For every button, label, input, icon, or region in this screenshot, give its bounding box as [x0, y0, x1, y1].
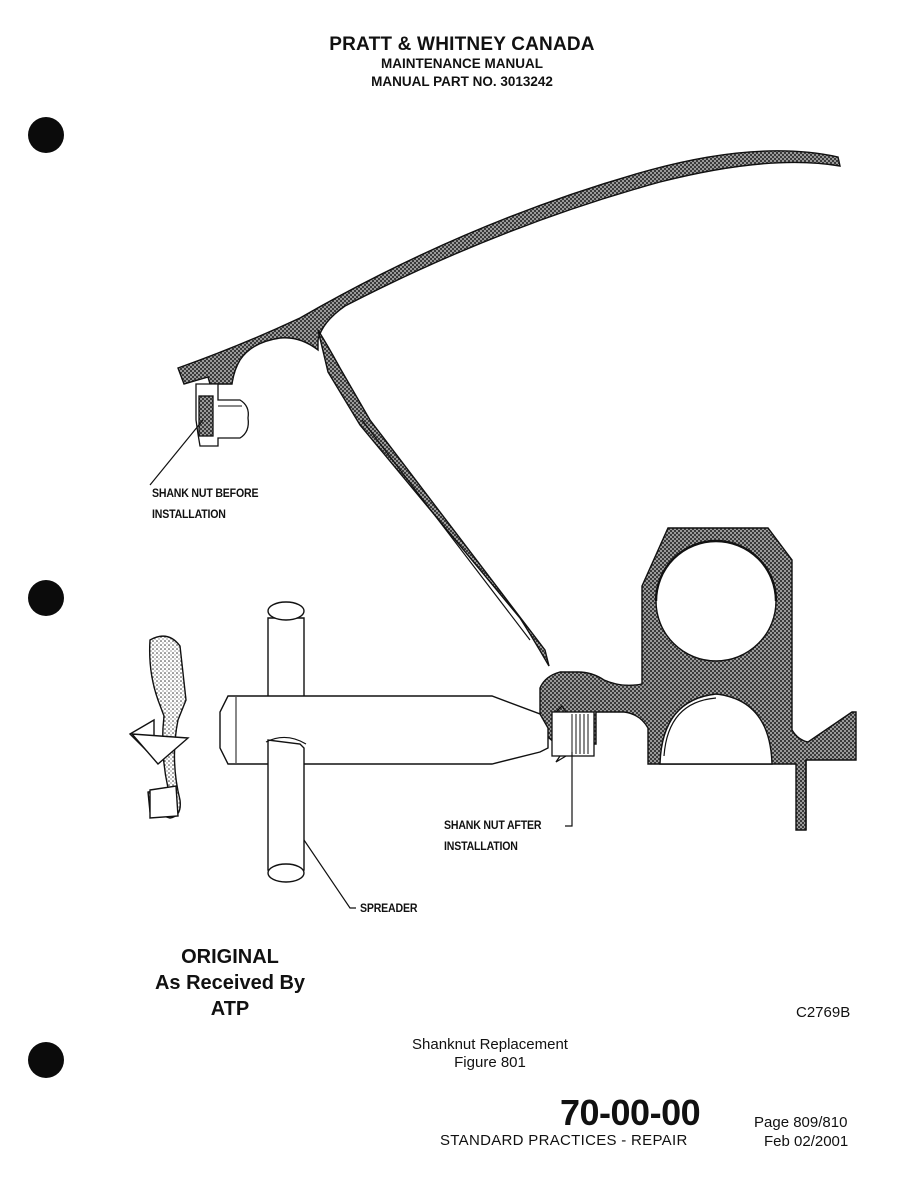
figure-id: C2769B — [796, 1004, 851, 1021]
figure-caption: Shanknut Replacement — [412, 1036, 568, 1053]
upper-housing — [177, 150, 841, 667]
stamp-line2: As Received By — [154, 972, 306, 994]
label-nut-before-line2: INSTALLATION — [152, 507, 226, 521]
revision-date: Feb 02/2001 — [764, 1133, 849, 1150]
stamp-line1: ORIGINAL — [181, 946, 279, 968]
label-nut-after-line2: INSTALLATION — [444, 839, 518, 853]
label-nut-before: SHANK NUT BEFORE INSTALLATION — [152, 483, 258, 525]
label-spreader: SPREADER — [360, 901, 418, 915]
shank-nut-after — [551, 704, 595, 763]
binder-hole-top — [28, 117, 64, 153]
figure-number: Figure 801 — [454, 1054, 526, 1071]
manual-title: MAINTENANCE MANUAL — [381, 56, 543, 71]
stamp-line3: ATP — [210, 998, 250, 1020]
leader-after — [565, 752, 573, 827]
spreader-tool — [219, 601, 549, 883]
manual-part-number: MANUAL PART NO. 3013242 — [371, 74, 553, 89]
leader-spreader — [303, 839, 356, 909]
lower-ring-structure — [539, 527, 857, 831]
section-code: 70-00-00 — [560, 1092, 701, 1133]
original-stamp: ORIGINAL As Received By ATP — [130, 944, 330, 1022]
binder-hole-bottom — [28, 1042, 64, 1078]
label-nut-before-line1: SHANK NUT BEFORE — [152, 486, 259, 500]
rotation-arrow-icon — [128, 635, 190, 819]
label-nut-after: SHANK NUT AFTER INSTALLATION — [444, 815, 541, 857]
leader-before — [149, 419, 204, 486]
company-title: PRATT & WHITNEY CANADA — [329, 34, 595, 55]
label-nut-after-line1: SHANK NUT AFTER — [444, 818, 542, 832]
section-subtitle: STANDARD PRACTICES - REPAIR — [440, 1132, 688, 1149]
shank-nut-before — [195, 383, 249, 447]
page-number: Page 809/810 — [754, 1114, 848, 1131]
binder-hole-middle — [28, 580, 64, 616]
